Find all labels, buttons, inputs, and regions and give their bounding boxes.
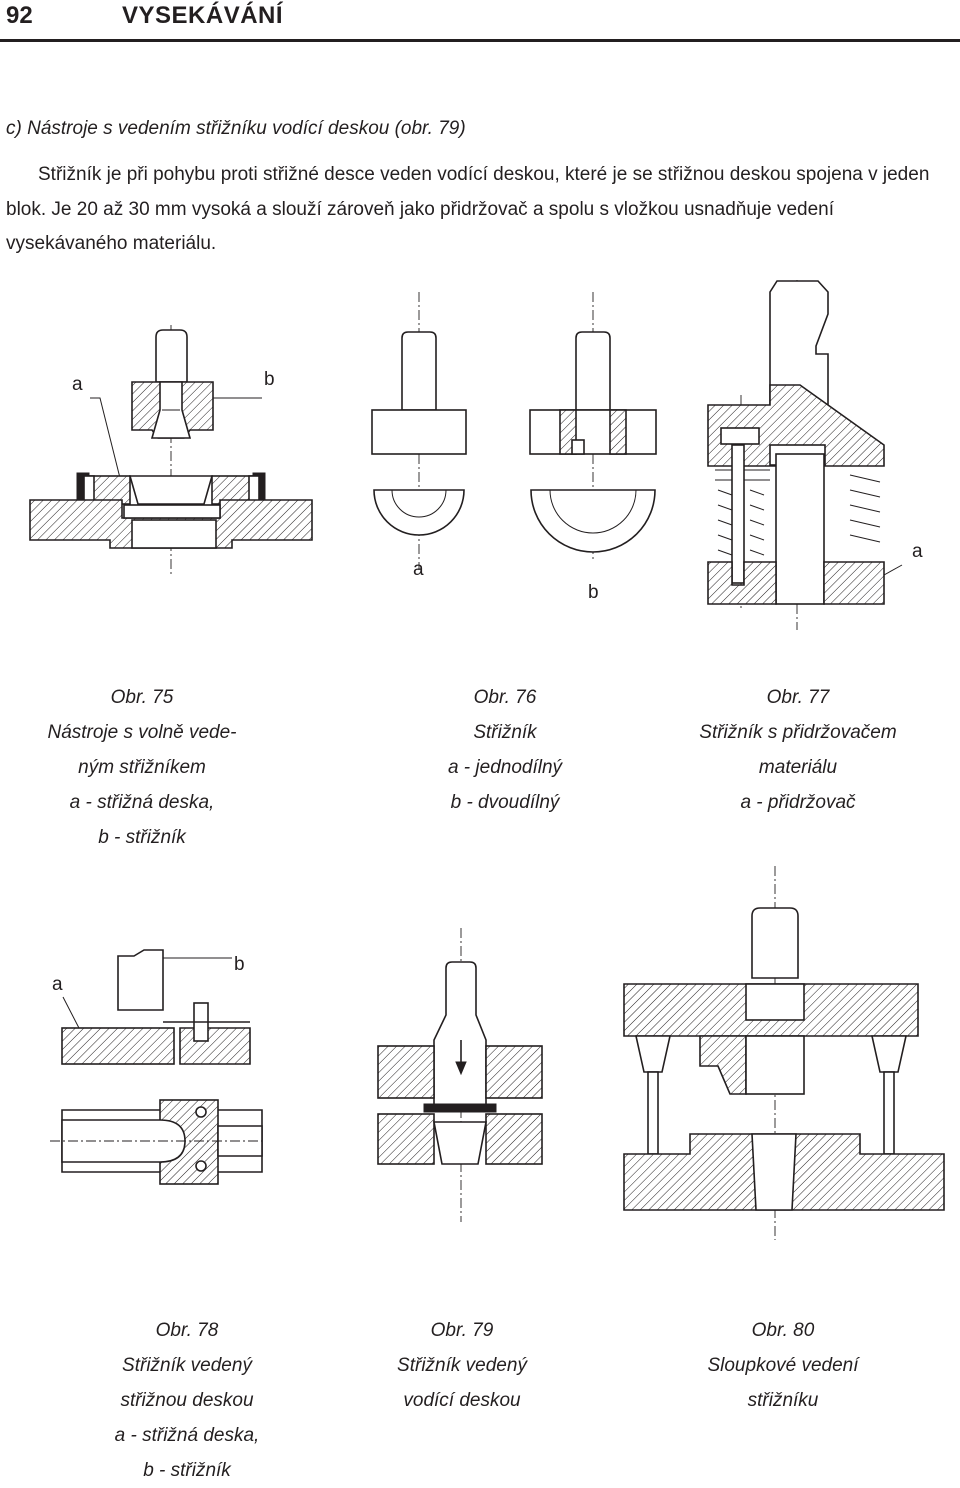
fig78-caption-line: b - střižník — [143, 1460, 231, 1481]
fig78-label-a: a — [52, 974, 63, 995]
header-rule — [0, 39, 960, 42]
fig79-caption: Obr. 79 Střižník vedený vodící deskou — [332, 1313, 592, 1418]
fig75-caption: Obr. 75 Nástroje s volně vede- ným střiž… — [12, 680, 272, 855]
fig78-label-b: b — [234, 954, 245, 975]
figure-75-drawing: a b — [29, 325, 313, 575]
fig75-caption-number: Obr. 75 — [110, 687, 174, 708]
fig76-caption-line: a - jednodílný — [447, 757, 563, 778]
fig78-caption-line: a - střižná deska, — [114, 1425, 260, 1446]
figure-79-drawing — [377, 928, 543, 1222]
figure-80-drawing — [623, 866, 945, 1240]
fig78-caption-line: střižnou deskou — [120, 1390, 254, 1411]
figure-77-drawing: a — [707, 280, 923, 630]
fig75-caption-line: ným střižníkem — [78, 757, 206, 778]
fig80-caption-line: Sloupkové vedení — [707, 1355, 859, 1376]
fig75-label-b: b — [264, 369, 275, 390]
intro-paragraph: Střižník je při pohybu proti střižné des… — [6, 164, 930, 254]
fig75-caption-line: a - střižná deska, — [69, 792, 215, 813]
fig77-caption-line: materiálu — [758, 757, 838, 778]
chapter-title: VYSEKÁVÁNÍ — [122, 2, 284, 29]
fig76-caption-line: b - dvoudílný — [450, 792, 560, 813]
fig78-caption: Obr. 78 Střižník vedený střižnou deskou … — [57, 1313, 317, 1488]
fig80-caption-number: Obr. 80 — [751, 1320, 815, 1341]
fig78-caption-number: Obr. 78 — [155, 1320, 219, 1341]
fig75-caption-line: b - střižník — [98, 827, 186, 848]
fig79-caption-line: vodící deskou — [403, 1390, 521, 1411]
fig76-caption-line: Střižník — [473, 722, 537, 743]
fig80-caption: Obr. 80 Sloupkové vedení střižníku — [653, 1313, 913, 1418]
fig77-label-a: a — [912, 541, 923, 562]
fig77-caption: Obr. 77 Střižník s přidržovačem materiál… — [668, 680, 928, 820]
fig76-label-b: b — [588, 582, 599, 603]
fig75-label-a: a — [72, 374, 83, 395]
fig77-caption-number: Obr. 77 — [766, 687, 830, 708]
fig77-caption-line: a - přidržovač — [740, 792, 856, 813]
page-number: 92 — [6, 2, 33, 29]
fig79-caption-number: Obr. 79 — [430, 1320, 494, 1341]
figure-78-drawing: a b — [50, 949, 263, 1185]
fig77-caption-line: Střižník s přidržovačem — [699, 722, 897, 743]
fig78-caption-line: Střižník vedený — [122, 1355, 252, 1376]
figure-76-drawing: a b — [371, 292, 657, 603]
section-heading: c) Nástroje s vedením střižníku vodící d… — [6, 118, 466, 139]
fig80-caption-line: střižníku — [747, 1390, 819, 1411]
fig79-caption-line: Střižník vedený — [397, 1355, 527, 1376]
fig76-label-a: a — [413, 559, 424, 580]
fig75-caption-line: Nástroje s volně vede- — [47, 722, 237, 743]
fig76-caption: Obr. 76 Střižník a - jednodílný b - dvou… — [375, 680, 635, 820]
fig76-caption-number: Obr. 76 — [473, 687, 537, 708]
